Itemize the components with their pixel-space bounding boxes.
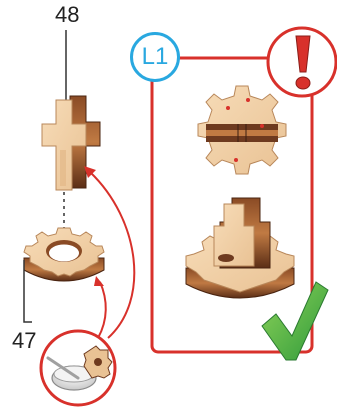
part-number-47: 47: [12, 330, 36, 352]
glue-application-icon: [41, 331, 115, 405]
assembled-piece: [186, 198, 294, 298]
glue-to-part-47-arrow: [98, 282, 106, 338]
checkmark-icon: [262, 282, 328, 360]
part-47-gear: [24, 228, 104, 281]
glue-to-part-47-arrowhead: [94, 276, 104, 286]
level-badge: L1: [130, 32, 180, 82]
part-number-48: 48: [55, 4, 79, 26]
part-48-piece: [42, 96, 100, 190]
warning-badge: [268, 28, 336, 96]
gear-top-view: [198, 86, 286, 174]
